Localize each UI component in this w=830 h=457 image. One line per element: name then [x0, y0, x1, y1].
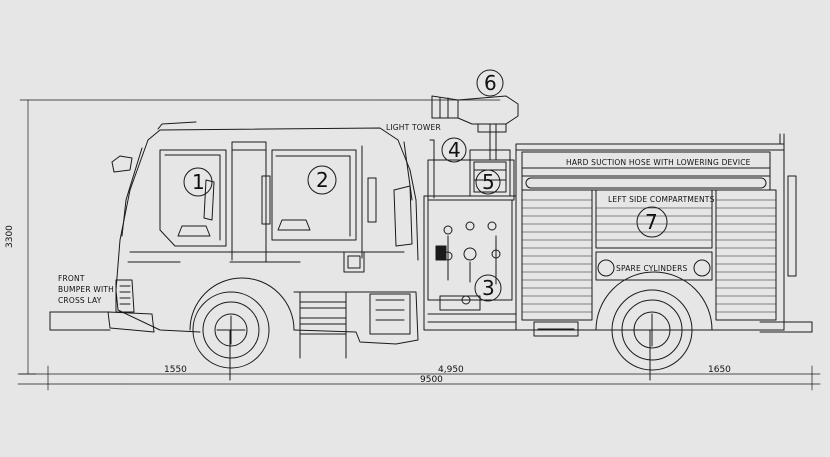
light-tower — [431, 95, 519, 161]
callout-circle-2 — [307, 165, 337, 195]
height-dimension-label: 3300 — [5, 225, 15, 248]
callout-circle-4 — [441, 137, 467, 163]
callout-circle-3 — [474, 274, 502, 302]
hard-suction-label: HARD SUCTION HOSE WITH LOWERING DEVICE — [566, 158, 751, 167]
rear-wheel — [611, 289, 693, 371]
light-tower-label: LIGHT TOWER — [386, 123, 441, 132]
cab-outline — [107, 121, 419, 359]
callout-number-7: 7 — [645, 210, 658, 234]
callout-number-4: 4 — [448, 138, 461, 162]
callout-circle-6 — [476, 69, 504, 97]
left-side-compartments-label: LEFT SIDE COMPARTMENTS — [608, 195, 715, 204]
length-dimension-lines — [17, 329, 821, 391]
front-bumper-label-line3: CROSS LAY — [58, 296, 102, 305]
callout-number-5: 5 — [482, 170, 495, 194]
wheelbase-dimension: 4,950 — [438, 365, 464, 375]
spare-cylinders-label: SPARE CYLINDERS — [616, 264, 687, 273]
front-overhang-dimension: 1550 — [164, 365, 187, 375]
callout-circle-5 — [475, 169, 501, 195]
front-bumper-label-line2: BUMPER WITH — [58, 285, 114, 294]
pump-module — [423, 195, 517, 331]
callout-circle-7 — [636, 206, 668, 238]
callout-number-3: 3 — [482, 276, 495, 300]
total-length-dimension: 9500 — [420, 375, 443, 385]
callout-circle-1 — [183, 167, 213, 197]
front-bumper-label-line1: FRONT — [58, 274, 85, 283]
rear-overhang-dimension: 1650 — [708, 365, 731, 375]
callout-number-2: 2 — [316, 168, 329, 192]
callout-number-6: 6 — [484, 71, 497, 95]
front-wheel — [189, 277, 295, 369]
callout-number-1: 1 — [192, 170, 205, 194]
